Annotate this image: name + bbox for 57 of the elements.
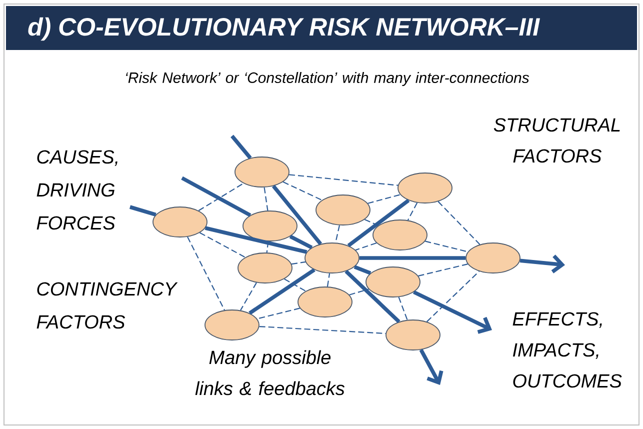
ellipse-node — [316, 194, 370, 226]
link-line — [129, 205, 156, 217]
ellipse-node — [372, 220, 428, 250]
ellipse-node — [298, 286, 352, 318]
annotation-text: CONTINGENCY FACTORS — [36, 282, 178, 329]
ellipse-node — [366, 266, 420, 298]
dashed-link — [355, 242, 377, 251]
dashed-link — [425, 240, 468, 252]
dashed-link — [198, 182, 244, 212]
link-line — [347, 198, 410, 248]
arrow — [520, 254, 565, 274]
dashed-link — [438, 201, 480, 245]
ellipse-node — [466, 242, 520, 274]
annotation-text: CAUSES, DRIVING FORCES — [36, 150, 118, 230]
ellipse-node — [242, 210, 298, 242]
ellipse-node — [386, 320, 440, 350]
dashed-link — [349, 288, 369, 296]
dashed-link — [407, 202, 418, 220]
ellipse-node — [238, 252, 292, 284]
dashed-link — [364, 219, 379, 226]
link-line — [248, 268, 316, 315]
link-line — [359, 256, 466, 260]
link-line — [344, 270, 400, 324]
ellipse-node — [398, 172, 452, 204]
ellipse-node — [152, 206, 208, 238]
dashed-link — [264, 187, 268, 211]
ellipse-node — [204, 310, 260, 340]
dashed-link — [334, 225, 340, 243]
arrow — [419, 348, 444, 385]
arrow — [412, 290, 492, 334]
ellipse-node — [234, 156, 290, 188]
link-line — [354, 265, 372, 275]
dashed-link — [284, 278, 306, 292]
link-line — [272, 184, 322, 246]
link-line — [181, 176, 252, 217]
dashed-link — [368, 194, 400, 204]
dashed-link — [200, 232, 246, 258]
dashed-link — [426, 270, 480, 322]
annotation-text: STRUCTURAL FACTORS — [494, 118, 620, 163]
title-banner: d) CO-EVOLUTIONARY RISK NETWORK–III — [6, 6, 637, 50]
annotation-text: Many possible links & feedbacks — [195, 350, 345, 396]
dashed-link — [326, 273, 330, 287]
dashed-link — [398, 296, 408, 320]
link-line — [204, 226, 308, 254]
dashed-link — [187, 236, 225, 310]
dashed-link — [257, 308, 300, 320]
ellipse-node — [304, 242, 360, 274]
dashed-link — [240, 282, 257, 311]
dashed-link — [282, 181, 322, 201]
subtitle: ‘Risk Network’ or ‘Constellation’ with many inter-connections — [126, 72, 530, 86]
dashed-link — [289, 174, 398, 186]
link-line — [230, 134, 252, 160]
dashed-link — [259, 326, 386, 334]
link-line — [289, 234, 313, 250]
dashed-link — [291, 261, 306, 265]
dashed-link — [418, 264, 468, 276]
annotation-text: EFFECTS, IMPACTS, OUTCOMES — [512, 312, 622, 388]
